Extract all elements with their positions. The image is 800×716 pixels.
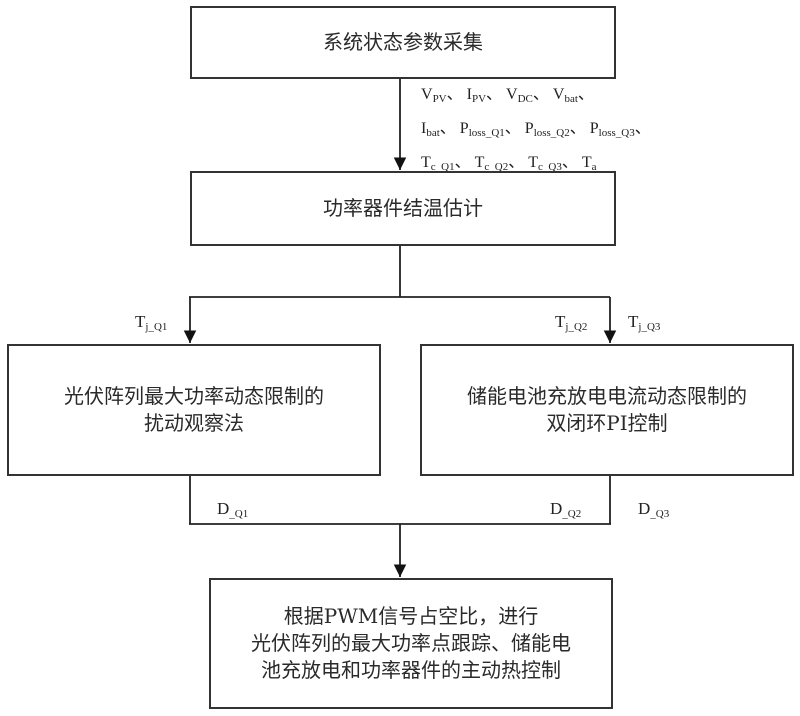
node-pv-control-line-2: 扰动观察法 xyxy=(144,411,244,435)
param-symbol: Tc_Q2 xyxy=(474,154,509,173)
param-separator: 、 xyxy=(634,120,651,137)
param-symbol: Tc_Q3 xyxy=(528,154,562,173)
node-collect: 系统状态参数采集 xyxy=(190,6,616,79)
edge-label-tj-q3: Tj_Q3 xyxy=(628,312,661,333)
node-estimate-line: 功率器件结温估计 xyxy=(323,196,483,220)
param-symbol: Vbat xyxy=(552,86,578,105)
param-symbol: Ibat xyxy=(421,120,440,139)
params-row: Ibat、 Ploss_Q1、 Ploss_Q2、 Ploss_Q3、 xyxy=(421,114,651,148)
node-battery-control: 储能电池充放电电流动态限制的 双闭环PI控制 xyxy=(420,344,794,476)
param-symbol: Tc_Q1 xyxy=(421,154,455,173)
param-symbol: IPV xyxy=(466,86,487,105)
edge-label-d-q2: D_Q2 xyxy=(550,499,582,520)
param-symbol: VDC xyxy=(506,86,533,105)
param-separator: 、 xyxy=(561,154,582,171)
param-separator: 、 xyxy=(439,120,460,137)
params-row: Tc_Q1、 Tc_Q2、 Tc_Q3、 Ta xyxy=(421,148,651,182)
param-separator: 、 xyxy=(532,86,553,103)
node-pv-control: 光伏阵列最大功率动态限制的 扰动观察法 xyxy=(7,344,381,476)
edge-label-d-q1: D_Q1 xyxy=(217,499,249,520)
node-pv-control-line-1: 光伏阵列最大功率动态限制的 xyxy=(64,384,324,408)
param-separator: 、 xyxy=(454,154,475,171)
node-pwm-output-line-2: 光伏阵列的最大功率点跟踪、储能电 xyxy=(251,631,571,655)
node-pwm-output: 根据PWM信号占空比，进行 光伏阵列的最大功率点跟踪、储能电 池充放电和功率器件… xyxy=(209,578,613,709)
node-pwm-output-line-3: 池充放电和功率器件的主动热控制 xyxy=(261,658,561,682)
param-separator: 、 xyxy=(569,120,590,137)
params-row: VPV、 IPV、 VDC、 Vbat、 xyxy=(421,80,651,114)
param-separator: 、 xyxy=(486,86,507,103)
param-separator: 、 xyxy=(508,154,529,171)
edge-label-tj-q1: Tj_Q1 xyxy=(135,312,168,333)
param-symbol: Ta xyxy=(581,154,597,173)
param-separator: 、 xyxy=(577,86,594,103)
node-battery-control-line-1: 储能电池充放电电流动态限制的 xyxy=(467,384,747,408)
param-symbol: Ploss_Q3 xyxy=(589,120,635,139)
param-symbol: Ploss_Q1 xyxy=(459,120,505,139)
param-separator: 、 xyxy=(446,86,467,103)
node-battery-control-line-2: 双闭环PI控制 xyxy=(546,411,668,435)
edge-label-params: VPV、 IPV、 VDC、 Vbat、 Ibat、 Ploss_Q1、 Plo… xyxy=(421,80,651,182)
param-symbol: Ploss_Q2 xyxy=(524,120,570,139)
param-separator: 、 xyxy=(504,120,525,137)
node-estimate: 功率器件结温估计 xyxy=(190,171,616,246)
param-symbol: VPV xyxy=(421,86,447,105)
edge-label-d-q3: D_Q3 xyxy=(638,499,670,520)
edge-label-tj-q2: Tj_Q2 xyxy=(555,312,588,333)
node-pwm-output-line-1: 根据PWM信号占空比，进行 xyxy=(283,604,539,628)
node-collect-line: 系统状态参数采集 xyxy=(323,30,483,54)
